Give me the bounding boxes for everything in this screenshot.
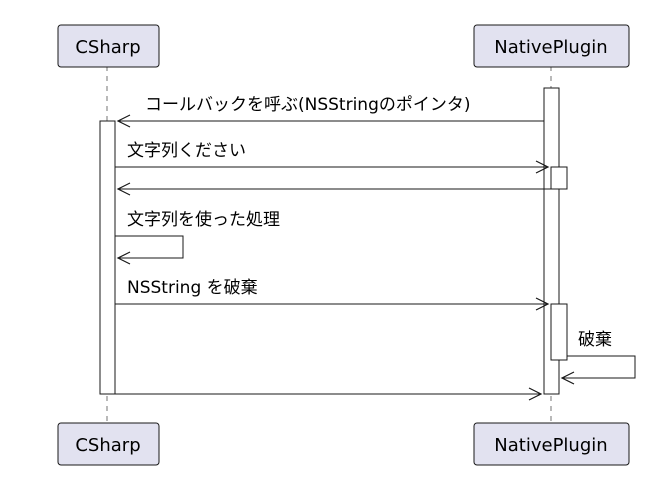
message-selfdispose: 破棄 (560, 330, 636, 385)
message-dispose: NSString を破棄 (115, 278, 550, 311)
csharp-activation (99, 120, 116, 395)
message-label: コールバックを呼ぶ(NSStringのポインタ) (145, 95, 471, 115)
message-process: 文字列を使った処理 (115, 209, 280, 265)
participant-csharp-bottom: CSharp (57, 422, 160, 466)
message-callback: コールバックを呼ぶ(NSStringのポインタ) (116, 95, 544, 128)
participant-nativeplugin-top: NativePlugin (473, 24, 630, 68)
message-final (115, 387, 543, 401)
participant-label: NativePlugin (494, 435, 607, 456)
participant-label: CSharp (75, 435, 140, 456)
message-label: 文字列を使った処理 (127, 209, 280, 230)
nativeplugin-activation-nested-2 (550, 303, 568, 361)
message-request: 文字列ください (115, 141, 550, 174)
message-label: 文字列ください (127, 141, 246, 161)
participant-csharp-top: CSharp (57, 24, 160, 68)
participant-label: NativePlugin (494, 37, 607, 58)
participant-nativeplugin-bottom: NativePlugin (473, 422, 630, 466)
message-reply (116, 182, 551, 196)
nativeplugin-activation-nested-1 (550, 166, 568, 190)
participant-label: CSharp (75, 37, 140, 58)
message-label: NSString を破棄 (127, 278, 258, 298)
message-label: 破棄 (578, 330, 612, 350)
